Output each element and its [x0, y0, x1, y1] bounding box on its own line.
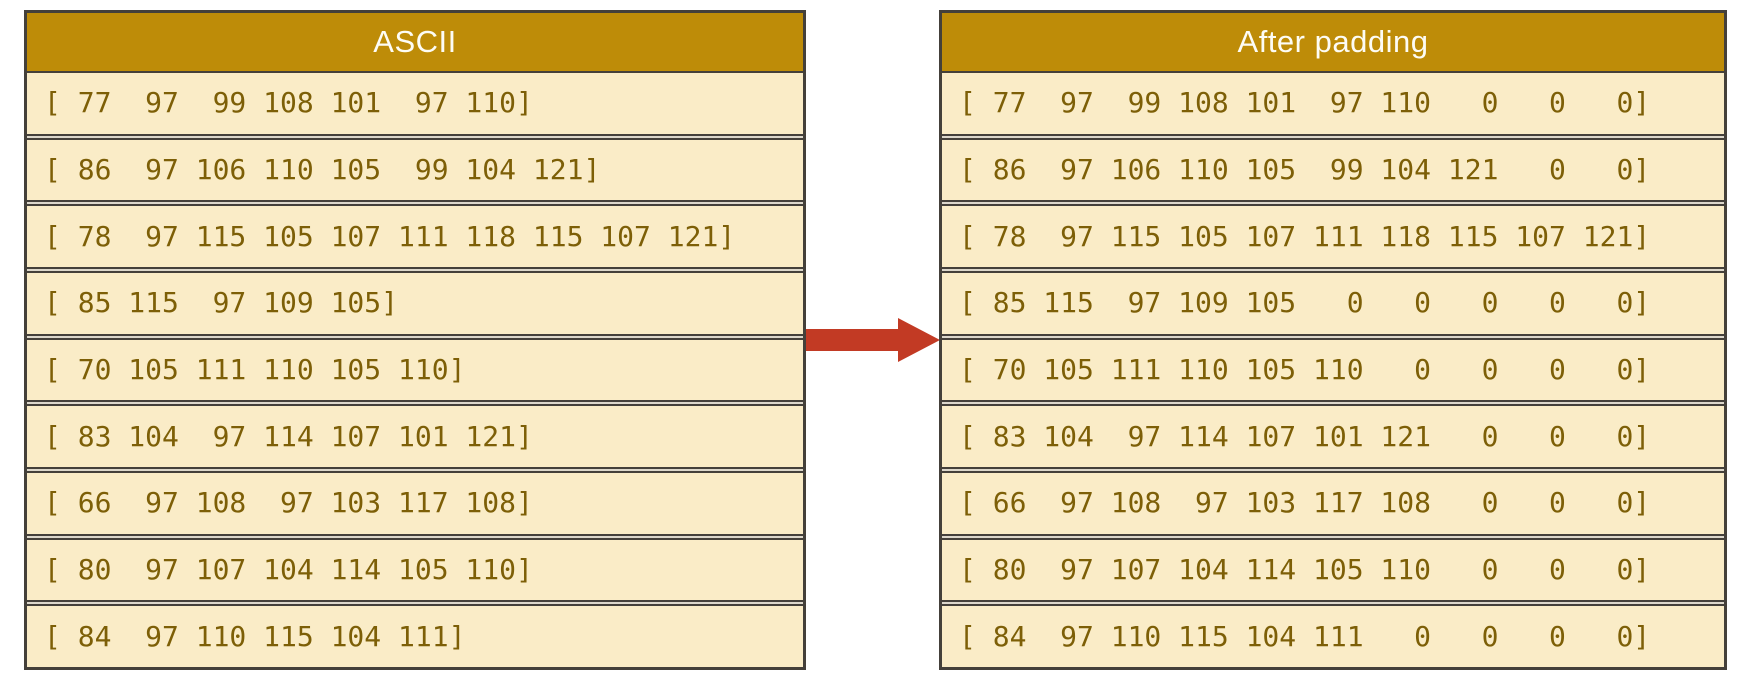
- table-row: [ 85 115 97 109 105 0 0 0 0 0]: [942, 271, 1724, 336]
- table-row: [ 86 97 106 110 105 99 104 121]: [27, 137, 803, 203]
- right-arrow-icon: [806, 318, 940, 362]
- padded-row-6: [ 66 97 108 97 103 117 108 0 0 0]: [959, 486, 1651, 520]
- after-padding-table-body: [ 77 97 99 108 101 97 110 0 0 0] [ 86 97…: [942, 73, 1724, 668]
- ascii-row-0: [ 77 97 99 108 101 97 110]: [44, 86, 533, 120]
- after-padding-table-title: After padding: [1237, 24, 1429, 59]
- table-row: [ 70 105 111 110 105 110]: [27, 337, 803, 403]
- table-row: [ 77 97 99 108 101 97 110]: [27, 73, 803, 136]
- ascii-row-4: [ 70 105 111 110 105 110]: [44, 353, 466, 387]
- table-row: [ 85 115 97 109 105]: [27, 271, 803, 336]
- ascii-table-header: ASCII: [27, 13, 803, 73]
- after-padding-table-header: After padding: [942, 13, 1724, 73]
- ascii-row-8: [ 84 97 110 115 104 111]: [44, 619, 466, 653]
- table-row: [ 77 97 99 108 101 97 110 0 0 0]: [942, 73, 1724, 136]
- table-row: [ 70 105 111 110 105 110 0 0 0 0]: [942, 337, 1724, 403]
- table-row: [ 83 104 97 114 107 101 121 0 0 0]: [942, 404, 1724, 470]
- ascii-row-6: [ 66 97 108 97 103 117 108]: [44, 486, 533, 520]
- padded-row-0: [ 77 97 99 108 101 97 110 0 0 0]: [959, 86, 1651, 120]
- ascii-table-body: [ 77 97 99 108 101 97 110] [ 86 97 106 1…: [27, 73, 803, 668]
- table-row: [ 66 97 108 97 103 117 108 0 0 0]: [942, 471, 1724, 536]
- padded-row-1: [ 86 97 106 110 105 99 104 121 0 0]: [959, 153, 1651, 186]
- ascii-table-title: ASCII: [373, 24, 457, 59]
- table-row: [ 86 97 106 110 105 99 104 121 0 0]: [942, 137, 1724, 203]
- table-row: [ 84 97 110 115 104 111 0 0 0 0]: [942, 604, 1724, 668]
- ascii-row-2: [ 78 97 115 105 107 111 118 115 107 121]: [44, 219, 736, 253]
- table-row: [ 80 97 107 104 114 105 110]: [27, 537, 803, 603]
- table-row: [ 83 104 97 114 107 101 121]: [27, 404, 803, 470]
- padded-row-7: [ 80 97 107 104 114 105 110 0 0 0]: [959, 553, 1651, 587]
- table-row: [ 84 97 110 115 104 111]: [27, 604, 803, 668]
- table-row: [ 80 97 107 104 114 105 110 0 0 0]: [942, 537, 1724, 603]
- padded-row-2: [ 78 97 115 105 107 111 118 115 107 121]: [959, 219, 1651, 253]
- ascii-row-3: [ 85 115 97 109 105]: [44, 286, 399, 320]
- ascii-row-5: [ 83 104 97 114 107 101 121]: [44, 419, 533, 453]
- ascii-row-7: [ 80 97 107 104 114 105 110]: [44, 553, 533, 587]
- table-row: [ 78 97 115 105 107 111 118 115 107 121]: [942, 204, 1724, 270]
- ascii-row-1: [ 86 97 106 110 105 99 104 121]: [44, 153, 601, 186]
- ascii-table: ASCII [ 77 97 99 108 101 97 110] [ 86 97…: [24, 10, 806, 670]
- after-padding-table: After padding [ 77 97 99 108 101 97 110 …: [939, 10, 1727, 670]
- padded-row-8: [ 84 97 110 115 104 111 0 0 0 0]: [959, 619, 1651, 653]
- padded-row-5: [ 83 104 97 114 107 101 121 0 0 0]: [959, 419, 1651, 453]
- padded-row-3: [ 85 115 97 109 105 0 0 0 0 0]: [959, 286, 1651, 320]
- table-row: [ 78 97 115 105 107 111 118 115 107 121]: [27, 204, 803, 270]
- table-row: [ 66 97 108 97 103 117 108]: [27, 471, 803, 536]
- padded-row-4: [ 70 105 111 110 105 110 0 0 0 0]: [959, 353, 1651, 387]
